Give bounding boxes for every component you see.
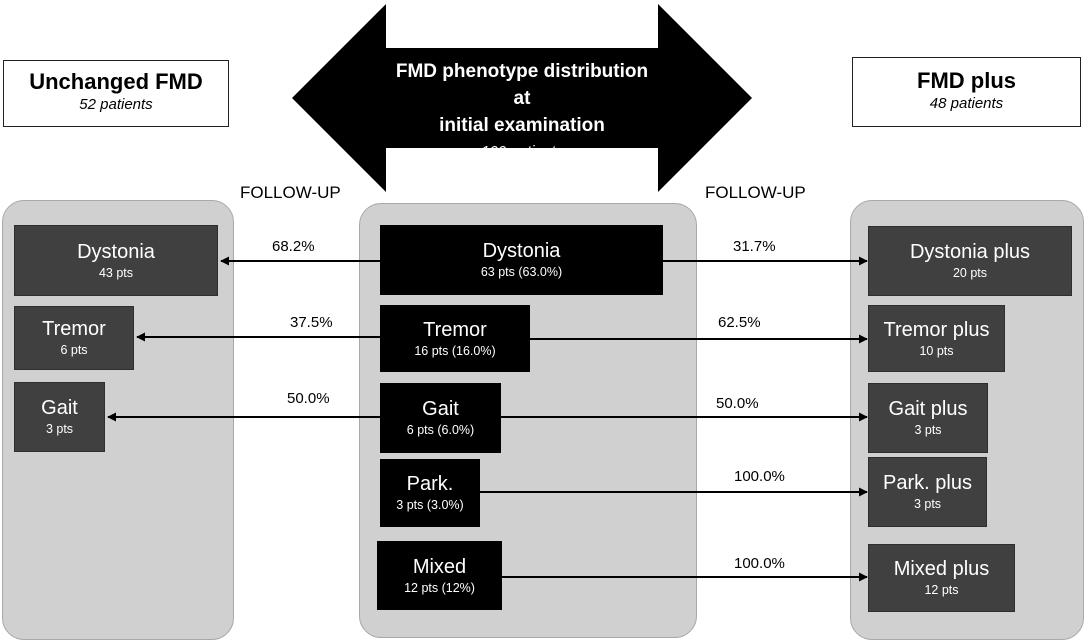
plus-dystonia-box: Dystonia plus 20 pts xyxy=(868,226,1072,296)
initial-gait-box: Gait 6 pts (6.0%) xyxy=(380,383,501,453)
center-subtitle: 100 patients xyxy=(481,143,563,160)
initial-tremor-box: Tremor 16 pts (16.0%) xyxy=(380,305,530,372)
plus-dystonia-label: Dystonia plus xyxy=(909,241,1031,263)
pct-gait-right: 50.0% xyxy=(716,395,759,412)
pct-tremor-right: 62.5% xyxy=(718,314,761,331)
initial-dystonia-box: Dystonia 63 pts (63.0%) xyxy=(380,225,663,295)
unchanged-dystonia-box: Dystonia 43 pts xyxy=(14,225,218,296)
plus-park-box: Park. plus 3 pts xyxy=(868,457,987,527)
initial-mixed-count: 12 pts (12%) xyxy=(404,580,475,595)
unchanged-gait-label: Gait xyxy=(41,397,78,419)
plus-mixed-count: 12 pts xyxy=(924,583,959,597)
followup-label-right: FOLLOW-UP xyxy=(705,183,806,202)
initial-mixed-label: Mixed xyxy=(412,555,467,578)
followup-label-left: FOLLOW-UP xyxy=(240,183,341,202)
unchanged-tremor-label: Tremor xyxy=(42,318,106,340)
fmd-plus-subtitle: 48 patients xyxy=(929,95,1004,112)
initial-dystonia-label: Dystonia xyxy=(482,240,561,262)
initial-dystonia-count: 63 pts (63.0%) xyxy=(480,265,563,279)
unchanged-tremor-box: Tremor 6 pts xyxy=(14,306,134,370)
plus-park-label: Park. plus xyxy=(883,472,972,494)
plus-gait-count: 3 pts xyxy=(914,423,942,437)
pct-dystonia-right: 31.7% xyxy=(733,238,776,255)
center-title-line1: FMD phenotype distribution at xyxy=(395,61,649,109)
plus-dystonia-count: 20 pts xyxy=(952,266,988,280)
unchanged-gait-box: Gait 3 pts xyxy=(14,382,105,452)
unchanged-gait-count: 3 pts xyxy=(45,422,74,436)
pct-gait-left: 50.0% xyxy=(287,390,330,407)
plus-gait-box: Gait plus 3 pts xyxy=(868,383,988,453)
plus-tremor-count: 10 pts xyxy=(919,343,954,358)
initial-tremor-count: 16 pts (16.0%) xyxy=(414,343,496,358)
center-title-block: FMD phenotype distribution at initial ex… xyxy=(386,58,658,165)
double-arrow-shape xyxy=(292,4,752,192)
unchanged-fmd-title: Unchanged FMD xyxy=(29,69,203,94)
pct-mixed-right: 100.0% xyxy=(734,555,785,572)
pct-tremor-left: 37.5% xyxy=(290,314,333,331)
plus-park-count: 3 pts xyxy=(913,497,942,511)
fmd-plus-header: FMD plus 48 patients xyxy=(852,57,1081,127)
unchanged-dystonia-label: Dystonia xyxy=(77,240,155,263)
plus-gait-label: Gait plus xyxy=(888,398,968,420)
unchanged-tremor-count: 6 pts xyxy=(60,343,88,357)
unchanged-fmd-header: Unchanged FMD 52 patients xyxy=(3,60,229,127)
initial-park-label: Park. xyxy=(406,473,454,495)
fmd-plus-title: FMD plus xyxy=(917,68,1016,93)
plus-tremor-label: Tremor plus xyxy=(883,318,990,341)
initial-park-box: Park. 3 pts (3.0%) xyxy=(380,459,480,527)
plus-mixed-box: Mixed plus 12 pts xyxy=(868,544,1015,612)
pct-dystonia-left: 68.2% xyxy=(272,238,315,255)
initial-park-count: 3 pts (3.0%) xyxy=(396,498,464,512)
unchanged-fmd-subtitle: 52 patients xyxy=(79,96,153,113)
center-title-line2: initial examination xyxy=(439,115,605,136)
initial-gait-label: Gait xyxy=(422,398,459,420)
plus-mixed-label: Mixed plus xyxy=(893,558,990,580)
unchanged-dystonia-count: 43 pts xyxy=(98,265,134,280)
pct-park-right: 100.0% xyxy=(734,468,785,485)
initial-gait-count: 6 pts (6.0%) xyxy=(406,423,475,437)
plus-tremor-box: Tremor plus 10 pts xyxy=(868,305,1005,372)
initial-tremor-label: Tremor xyxy=(423,318,487,341)
initial-mixed-box: Mixed 12 pts (12%) xyxy=(377,541,502,610)
